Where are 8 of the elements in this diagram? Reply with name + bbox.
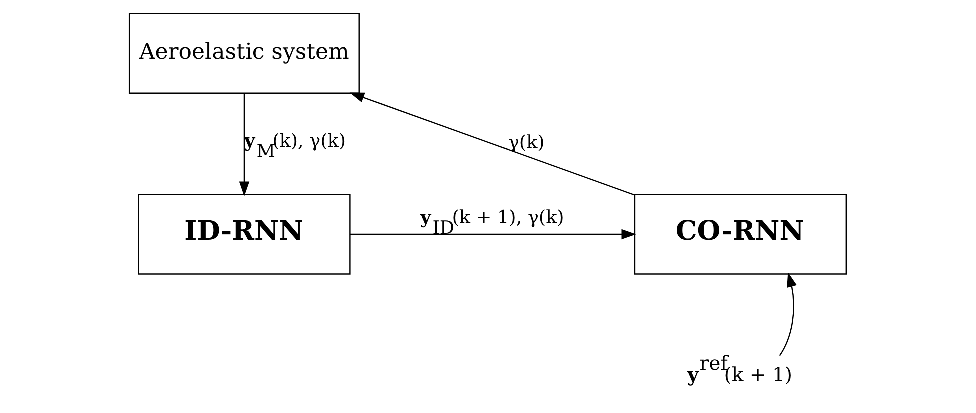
arrow xyxy=(350,228,636,240)
edge-label: γ(k) xyxy=(508,132,545,153)
node-box: CO-RNN xyxy=(634,194,848,274)
arrow xyxy=(239,93,250,196)
arrow xyxy=(779,272,797,356)
arrow xyxy=(350,92,635,196)
node-box: ID-RNN xyxy=(138,194,351,274)
node-box: Aeroelastic system xyxy=(128,12,360,94)
